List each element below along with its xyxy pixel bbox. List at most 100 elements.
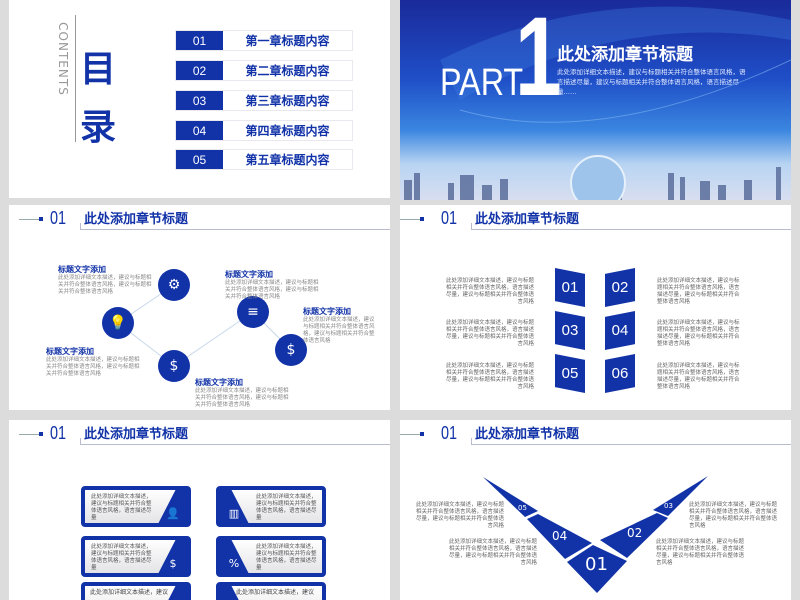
v-text-left-2: 此处添加详细文本描述，建议与标题相关并符合整体语言风格，语言描述尽量，建议与标题…	[448, 539, 537, 566]
section-number: 01	[50, 423, 67, 443]
process-title: 标题文字添加	[195, 378, 243, 387]
process-title: 标题文字添加	[225, 270, 273, 279]
process-item-2: 标题文字添加此处添加详细文本描述，建议与标题相关并符合整体语言风格，建议与标题相…	[46, 346, 142, 378]
v-segment-04	[527, 514, 592, 559]
user-icon: 👤	[158, 489, 188, 524]
grid-badge-01: 01	[555, 268, 585, 307]
card-5: 此处添加详细文本描述，建议	[81, 582, 191, 600]
card-4: 此处添加详细文本描述，建议与标题相关并符合整体语言风格，语言描述尽量%	[216, 536, 326, 577]
header-dot	[420, 217, 424, 221]
toc-num: 03	[176, 91, 223, 110]
books-icon: ▥	[219, 489, 249, 524]
card-text: 此处添加详细文本描述，建议与标题相关并符合整体语言风格，语言描述尽量	[256, 494, 317, 521]
process-text: 此处添加详细文本描述，建议与标题相关并符合整体语言风格，建议与标题相关并符合整体…	[46, 357, 140, 377]
grid-text-06: 此处添加详细文本描述，建议与标题相关并符合整体语言风格，语言描述尽量，建议与标题…	[657, 363, 740, 390]
toc-label: 第五章标题内容	[245, 153, 330, 167]
process-item-3: 标题文字添加此处添加详细文本描述，建议与标题相关并符合整体语言风格，建议与标题相…	[225, 269, 321, 301]
card-text: 此处添加详细文本描述，建议与标题相关并符合整体语言风格，语言描述尽量	[91, 494, 152, 521]
header-line	[19, 434, 39, 435]
toc-label: 第二章标题内容	[245, 64, 330, 78]
v-text-left-1: 此处添加详细文本描述，建议与标题相关并符合整体语言风格，语言描述尽量，建议与标题…	[415, 502, 504, 529]
grid-text-02: 此处添加详细文本描述，建议与标题相关并符合整体语言风格，语言描述尽量，建议与标题…	[657, 278, 740, 305]
slide-six-grid[interactable]: 01 此处添加章节标题 01 02 03 04 05 06 此处添加详细文本描述…	[400, 205, 791, 410]
toc-item-3[interactable]: 03 第三章标题内容	[175, 90, 353, 111]
v-label-03: 03	[664, 502, 673, 510]
lightbulb-icon: 💡	[102, 307, 134, 339]
v-label-05: 05	[518, 504, 527, 512]
header-underline	[471, 229, 791, 230]
part-description: 此处添加详细文本描述，建议与标题相关并符合整体语言风格，语言描述尽量，建议与标题…	[557, 68, 746, 96]
v-segment-03	[653, 476, 708, 516]
grid-text-03: 此处添加详细文本描述，建议与标题相关并符合整体语言风格，语言描述尽量，建议与标题…	[445, 320, 534, 347]
toc-item-1[interactable]: 01 第一章标题内容	[175, 30, 353, 51]
v-text-right-1: 此处添加详细文本描述，建议与标题相关并符合整体语言风格，语言描述尽量，建议与标题…	[689, 502, 778, 529]
slide-part-cover[interactable]: PART 1 此处添加章节标题 此处添加详细文本描述，建议与标题相关并符合整体语…	[400, 0, 791, 200]
section-title: 此处添加章节标题	[475, 427, 580, 442]
grid-badge-04: 04	[605, 311, 635, 350]
toc-label: 第三章标题内容	[245, 94, 330, 108]
toc-num: 02	[176, 61, 223, 80]
v-label-04: 04	[552, 529, 568, 543]
process-text: 此处添加详细文本描述，建议与标题相关并符合整体语言风格，建议与标题相关并符合整体…	[225, 280, 319, 300]
slide-cards[interactable]: 01 此处添加章节标题 此处添加详细文本描述，建议与标题相关并符合整体语言风格，…	[9, 420, 390, 600]
v-segment-01	[567, 545, 627, 593]
header-tick	[80, 438, 81, 445]
toc-item-4[interactable]: 04 第四章标题内容	[175, 120, 353, 141]
process-text: 此处添加详细文本描述，建议与标题相关并符合整体语言风格，建议与标题相关并符合整体…	[58, 275, 152, 295]
process-item-5: 标题文字添加此处添加详细文本描述，建议与标题相关并符合整体语言风格，建议与标题相…	[195, 377, 291, 409]
v-diagram	[483, 476, 708, 593]
toc-label: 第四章标题内容	[245, 124, 330, 138]
part-number: 1	[515, 0, 562, 119]
process-item-1: 标题文字添加此处添加详细文本描述，建议与标题相关并符合整体语言风格，建议与标题相…	[58, 264, 154, 296]
header-tick	[471, 438, 472, 445]
section-number: 01	[441, 208, 458, 228]
grid-badge-03: 03	[555, 311, 585, 350]
header-underline	[80, 229, 390, 230]
slide-process[interactable]: 01 此处添加章节标题 ⚙ 💡 $ ≡ $ 标题文字添加此处添加详细文本描述，建…	[9, 205, 390, 410]
toc-label: 第一章标题内容	[245, 34, 330, 48]
header-tick	[80, 223, 81, 230]
card-text: 此处添加详细文本描述，建议与标题相关并符合整体语言风格，语言描述尽量	[256, 544, 317, 571]
document-icon: ≡	[237, 296, 269, 328]
v-text-right-2: 此处添加详细文本描述，建议与标题相关并符合整体语言风格，语言描述尽量，建议与标题…	[656, 539, 745, 566]
v-label-01: 01	[585, 554, 608, 575]
header-line	[400, 434, 420, 435]
process-title: 标题文字添加	[58, 265, 106, 274]
section-number: 01	[441, 423, 458, 443]
grid-text-01: 此处添加详细文本描述，建议与标题相关并符合整体语言风格，语言描述尽量，建议与标题…	[445, 278, 534, 305]
header-dot	[39, 432, 43, 436]
card-3: 此处添加详细文本描述，建议与标题相关并符合整体语言风格，语言描述尽量$	[81, 536, 191, 577]
header-underline	[80, 444, 390, 445]
grid-text-05: 此处添加详细文本描述，建议与标题相关并符合整体语言风格，语言描述尽量，建议与标题…	[445, 363, 534, 390]
process-text: 此处添加详细文本描述，建议与标题相关并符合整体语言风格，建议与标题相关并符合整体…	[303, 317, 375, 344]
part-title: 此处添加章节标题	[557, 45, 693, 65]
card-text: 此处添加详细文本描述，建议与标题相关并符合整体语言风格，语言描述尽量	[91, 544, 152, 571]
toc-item-2[interactable]: 02 第二章标题内容	[175, 60, 353, 81]
header-dot	[420, 432, 424, 436]
header-tick	[471, 223, 472, 230]
section-title: 此处添加章节标题	[475, 212, 580, 227]
card-text: 此处添加详细文本描述，建议	[236, 589, 315, 596]
header-line	[19, 219, 39, 220]
head-gear-icon: ⚙	[158, 269, 190, 301]
card-2: 此处添加详细文本描述，建议与标题相关并符合整体语言风格，语言描述尽量 ▥	[216, 486, 326, 527]
city-skyline	[404, 155, 781, 200]
part-label: PART	[440, 62, 524, 104]
toc-num: 04	[176, 121, 223, 140]
toc-num: 01	[176, 31, 223, 50]
process-title: 标题文字添加	[303, 307, 351, 316]
section-title: 此处添加章节标题	[84, 212, 189, 227]
slide-v-diagram[interactable]: 01 此处添加章节标题 01 02 03 04 05 此处添加详细文本描述，建议…	[400, 420, 791, 600]
grid-badge-02: 02	[605, 268, 635, 307]
wave-decoration	[440, 6, 791, 123]
grid-badge-05: 05	[555, 354, 585, 393]
contents-label: CONTENTS	[56, 22, 70, 96]
v-segment-02	[600, 513, 668, 558]
header-underline	[471, 444, 791, 445]
dollar-coins-icon: $	[275, 334, 307, 366]
section-number: 01	[50, 208, 67, 228]
card-1: 此处添加详细文本描述，建议与标题相关并符合整体语言风格，语言描述尽量👤	[81, 486, 191, 527]
toc-title-char-2: 录	[80, 107, 117, 148]
